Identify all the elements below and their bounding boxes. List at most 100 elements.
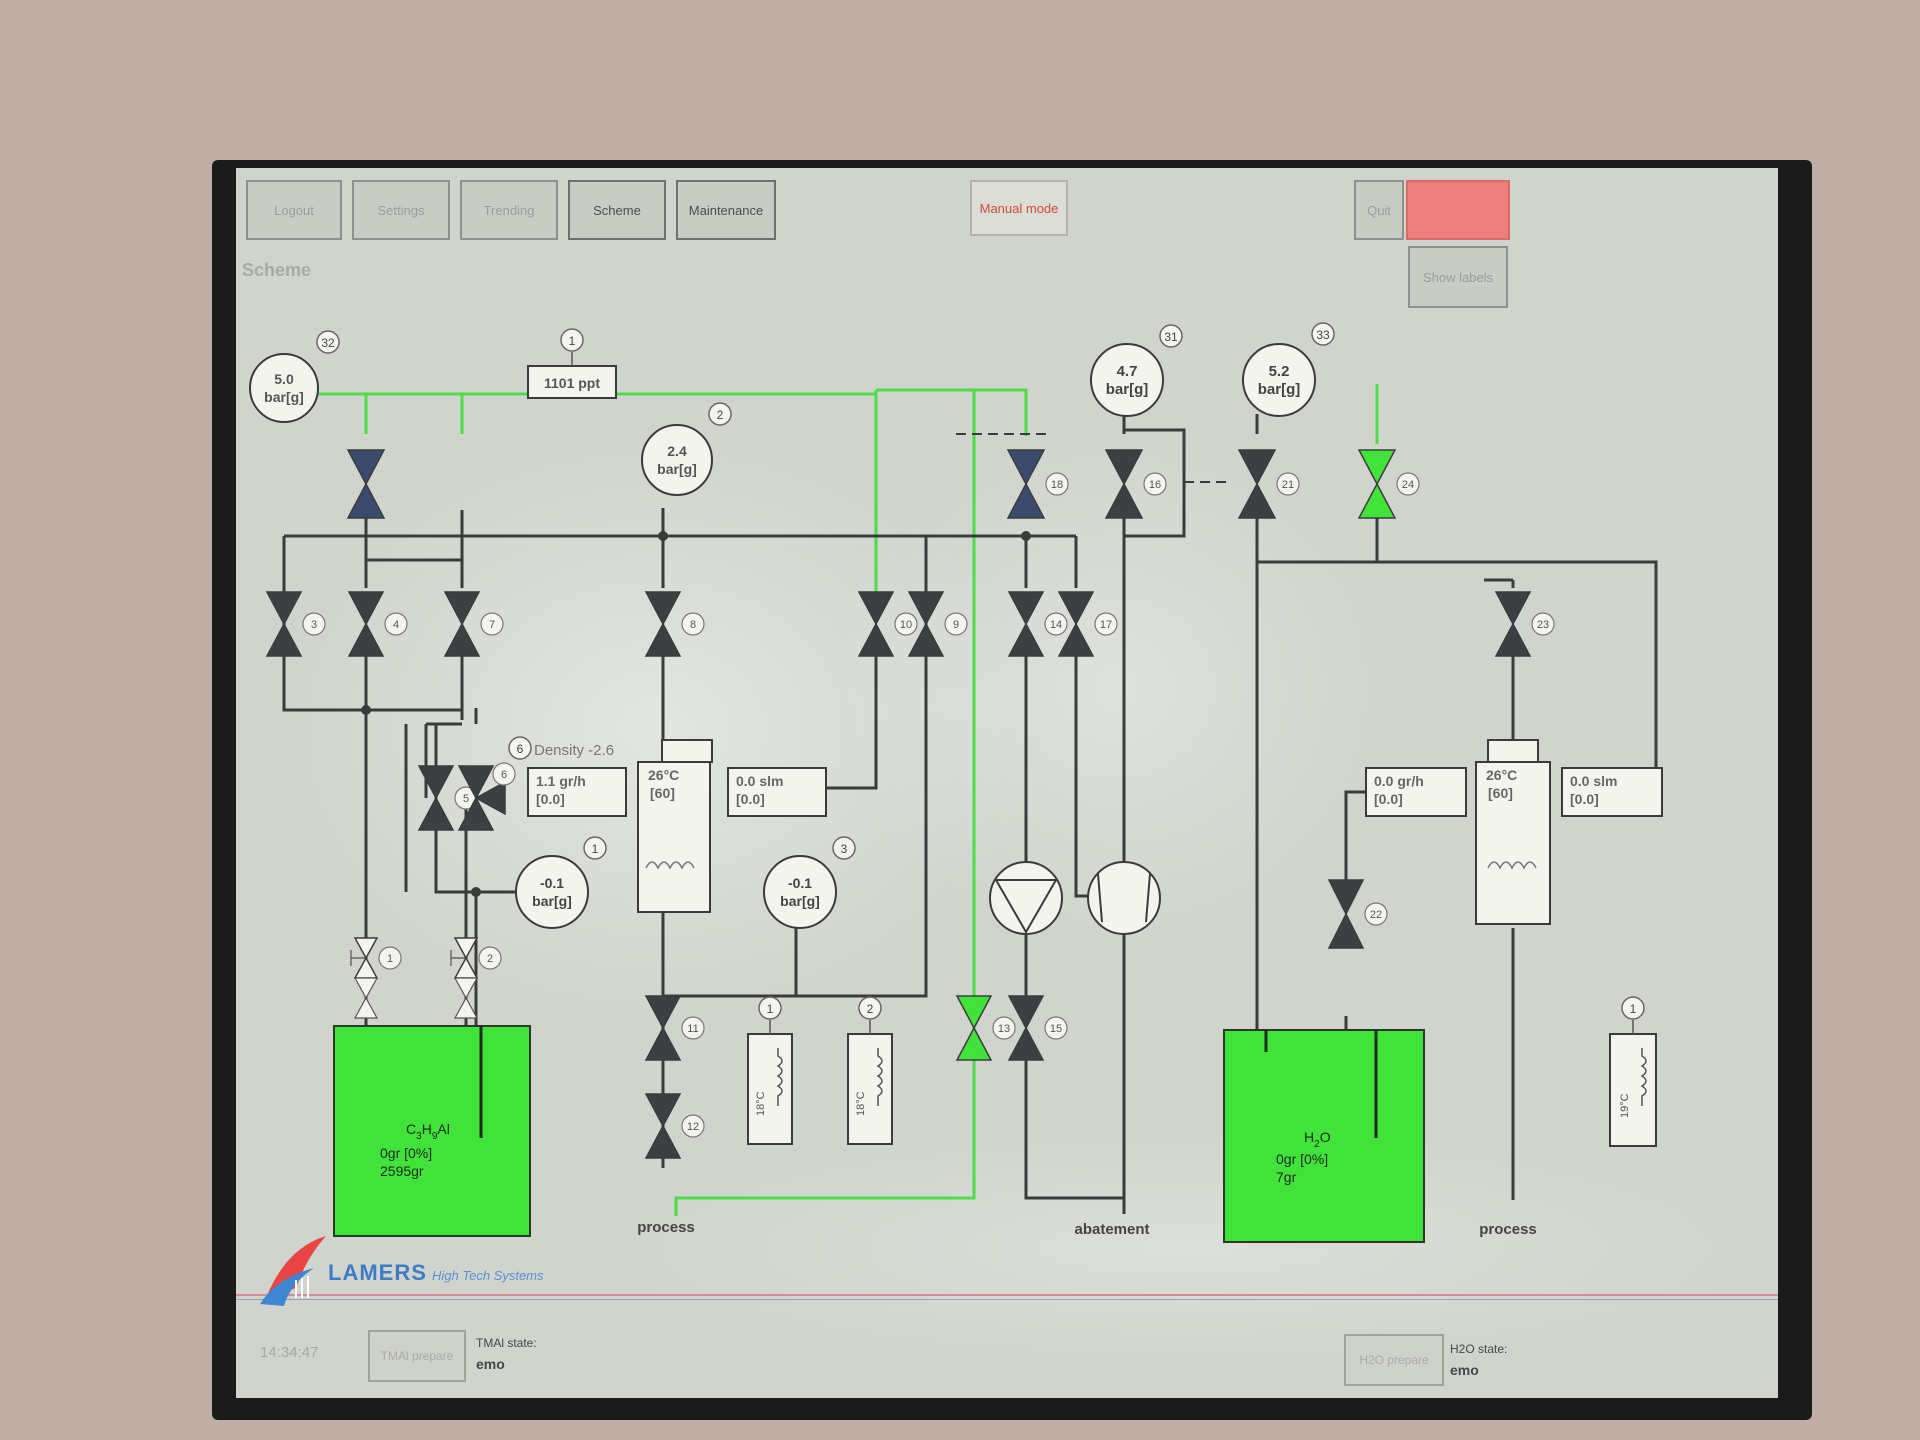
gauge-2[interactable]: 2.4 bar[g] 2 <box>641 402 732 496</box>
svg-text:5.2: 5.2 <box>1269 363 1290 380</box>
emergency-stop-button[interactable] <box>1406 180 1510 240</box>
tmal-flow-gh[interactable]: 1.1 gr/h [0.0] <box>527 767 627 817</box>
svg-text:bar[g]: bar[g] <box>532 893 572 909</box>
svg-text:2.4: 2.4 <box>667 443 687 459</box>
valve-17[interactable]: 17 <box>1057 591 1118 657</box>
svg-text:33: 33 <box>1316 328 1330 342</box>
gauge-31[interactable]: 4.7 bar[g] 31 <box>1090 324 1183 417</box>
gauge-33[interactable]: 5.2 bar[g] 33 <box>1242 322 1335 417</box>
svg-text:32: 32 <box>321 336 335 350</box>
tmal-prepare-button[interactable]: TMAl prepare <box>368 1330 466 1382</box>
svg-text:1101 ppt: 1101 ppt <box>544 375 600 391</box>
maintenance-button[interactable]: Maintenance <box>676 180 776 240</box>
tmal-state-value: emo <box>476 1356 505 1372</box>
settings-button[interactable]: Settings <box>352 180 450 240</box>
valve-9[interactable]: 9 <box>907 591 968 657</box>
svg-text:18°C: 18°C <box>855 1091 867 1116</box>
valve-22[interactable]: 22 <box>1327 879 1388 949</box>
valve-label: 7 <box>489 619 495 631</box>
heater-3[interactable]: 19°C 1 <box>1609 996 1657 1147</box>
svg-text:[0.0]: [0.0] <box>1570 791 1599 807</box>
svg-text:-0.1: -0.1 <box>788 875 812 891</box>
valve-label: 2 <box>487 953 493 965</box>
valve-5[interactable]: 5 <box>417 765 478 831</box>
brand-name: LAMERS <box>328 1260 427 1285</box>
svg-text:4.7: 4.7 <box>1117 363 1138 380</box>
page-title: Scheme <box>242 260 312 280</box>
svg-text:2: 2 <box>867 1002 874 1016</box>
gauge-32[interactable]: 5.0 bar[g] 32 <box>249 330 340 423</box>
valve-label: 17 <box>1100 619 1112 631</box>
svg-text:-0.1: -0.1 <box>540 875 564 891</box>
outlet-process-right: process <box>1479 1221 1537 1238</box>
valve-16[interactable]: 16 <box>1104 449 1167 519</box>
valve-24[interactable]: 24 <box>1357 449 1420 519</box>
valve-label: 9 <box>953 619 959 631</box>
valve-8[interactable]: 8 <box>644 591 705 657</box>
valve-3[interactable]: 3 <box>265 591 326 657</box>
valve-label: 8 <box>690 619 696 631</box>
logout-button[interactable]: Logout <box>246 180 342 240</box>
density-indicator: 6 Density -2.6 <box>508 736 614 760</box>
valve-label: 18 <box>1051 479 1063 491</box>
valve-label: 15 <box>1050 1023 1062 1035</box>
svg-text:0.0 slm: 0.0 slm <box>1570 773 1617 789</box>
heater-1[interactable]: 18°C 1 <box>747 996 793 1145</box>
h2o-prepare-button[interactable]: H2O prepare <box>1344 1334 1444 1386</box>
valve-top-unlabeled[interactable] <box>346 449 386 519</box>
valve-1[interactable]: 1 <box>350 937 402 1019</box>
svg-text:26°C: 26°C <box>648 767 679 783</box>
h2o-state-label: H2O state: <box>1450 1342 1508 1356</box>
valve-label: 11 <box>687 1023 698 1035</box>
valve-label: 13 <box>998 1023 1010 1035</box>
valve-13[interactable]: 13 <box>955 995 1016 1061</box>
valve-label: 12 <box>687 1121 699 1133</box>
svg-text:18°C: 18°C <box>755 1091 767 1116</box>
ppt-sensor[interactable]: 1101 ppt 1 <box>527 328 617 399</box>
valve-label: 23 <box>1537 619 1549 631</box>
manual-mode-button[interactable]: Manual mode <box>970 180 1068 236</box>
valve-18[interactable]: 18 <box>1006 449 1069 519</box>
valve-12[interactable]: 12 <box>644 1093 705 1159</box>
valve-15[interactable]: 15 <box>1007 995 1068 1061</box>
valve-23[interactable]: 23 <box>1494 591 1555 657</box>
valve-label: 14 <box>1050 619 1062 631</box>
gauge-3-vacuum[interactable]: -0.1 bar[g] 3 <box>763 836 856 929</box>
brand-tagline: High Tech Systems <box>432 1268 544 1283</box>
valve-4[interactable]: 4 <box>347 591 408 657</box>
h2o-amount: 0gr [0%] <box>1276 1151 1328 1167</box>
valve-14[interactable]: 14 <box>1007 591 1068 657</box>
svg-text:[60]: [60] <box>650 785 675 801</box>
gauge-1-vacuum[interactable]: -0.1 bar[g] 1 <box>515 836 607 929</box>
valve-10[interactable]: 10 <box>857 591 918 657</box>
valve-label: 1 <box>387 953 393 965</box>
valve-6[interactable]: 6 <box>457 762 516 831</box>
quit-button[interactable]: Quit <box>1354 180 1404 240</box>
svg-text:19°C: 19°C <box>1619 1093 1631 1118</box>
process-scheme: C3H9Al 0gr [0%] 2595gr H2O 0gr [0%] 7gr … <box>249 322 1778 1368</box>
valve-7[interactable]: 7 <box>443 591 504 657</box>
pump-left[interactable] <box>989 861 1063 935</box>
show-labels-button[interactable]: Show labels <box>1408 246 1508 308</box>
scheme-button[interactable]: Scheme <box>568 180 666 240</box>
h2o-tank[interactable] <box>1223 1029 1425 1243</box>
valve-11[interactable]: 11 <box>644 995 705 1061</box>
tmal-evaporator[interactable]: 26°C [60] <box>637 739 713 913</box>
svg-text:31: 31 <box>1164 330 1178 344</box>
pump-right[interactable] <box>1087 861 1161 935</box>
h2o-flow-slm[interactable]: 0.0 slm [0.0] <box>1561 767 1663 817</box>
svg-text:2: 2 <box>717 408 724 422</box>
trending-button[interactable]: Trending <box>460 180 558 240</box>
h2o-flow-gh[interactable]: 0.0 gr/h [0.0] <box>1365 767 1467 817</box>
svg-text:1: 1 <box>569 334 576 348</box>
tmal-tank[interactable] <box>333 1025 531 1237</box>
valve-2[interactable]: 2 <box>450 937 502 1019</box>
heater-2[interactable]: 18°C 2 <box>847 996 893 1145</box>
valve-21[interactable]: 21 <box>1237 449 1300 519</box>
tmal-flow-slm[interactable]: 0.0 slm [0.0] <box>727 767 827 817</box>
svg-text:0.0 gr/h: 0.0 gr/h <box>1374 773 1424 789</box>
svg-text:bar[g]: bar[g] <box>1106 381 1149 398</box>
h2o-evaporator[interactable]: 26°C [60] <box>1475 739 1551 925</box>
svg-text:1: 1 <box>592 842 599 856</box>
